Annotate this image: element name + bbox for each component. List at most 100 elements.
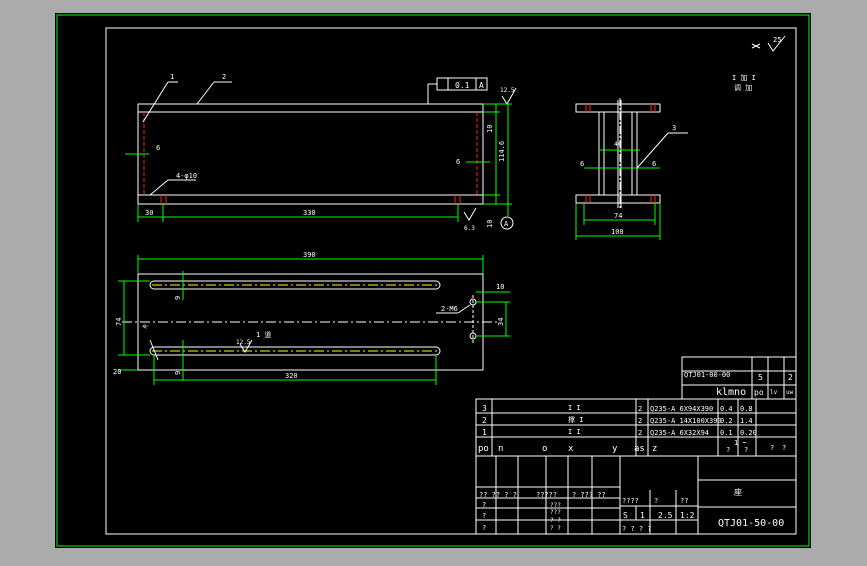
svg-text:12.5: 12.5	[500, 87, 515, 94]
svg-text:10: 10	[486, 220, 494, 228]
svg-text:I I: I I	[568, 404, 581, 412]
svg-text:0.1: 0.1	[455, 81, 470, 90]
svg-text:撑 I: 撑 I	[568, 415, 583, 424]
svg-text:2: 2	[788, 373, 793, 382]
svg-text:6: 6	[580, 160, 584, 168]
svg-text:?: ?	[482, 501, 486, 509]
svg-text:0.2: 0.2	[720, 417, 733, 425]
svg-text:10: 10	[486, 125, 494, 133]
svg-text:2: 2	[482, 416, 487, 425]
svg-text:o: o	[542, 444, 547, 454]
svg-text:Q235-A 6X32X94: Q235-A 6X32X94	[650, 429, 709, 437]
outer-frame	[56, 14, 810, 547]
svg-text:y: y	[612, 444, 618, 454]
svg-text:4-φ10: 4-φ10	[176, 172, 197, 180]
inner-frame	[105, 27, 797, 535]
svg-text:? ?: ? ?	[550, 517, 561, 524]
title-block-text: QTJ01-00-00 5 2 klmno po lv uw 3 I I 2 Q…	[478, 371, 794, 533]
svg-text:po: po	[478, 444, 489, 454]
plan-view: 390 74 R 9 9 20 320 12.5 1 道 10 34 2-M6	[113, 251, 510, 385]
svg-text:???: ???	[550, 502, 561, 509]
balloon-3: 3	[672, 124, 676, 132]
svg-text:?: ?	[770, 444, 774, 452]
slot-top	[149, 280, 441, 290]
svg-text:100: 100	[611, 228, 624, 236]
svg-text:? ? ? ?: ? ? ? ?	[622, 525, 652, 533]
balloon-1: 1	[170, 73, 174, 81]
svg-text:Q235-A 6X94X390: Q235-A 6X94X390	[650, 405, 713, 413]
svg-text:A: A	[504, 220, 509, 228]
svg-text:3: 3	[482, 404, 487, 413]
svg-text:0.8: 0.8	[740, 405, 753, 413]
svg-text:lv: lv	[770, 389, 778, 396]
balloon-2: 2	[222, 73, 226, 81]
svg-text:30: 30	[145, 209, 153, 217]
drawing-title: 座	[734, 487, 742, 497]
svg-text:?: ?	[482, 524, 486, 532]
svg-text:?: ?	[726, 446, 730, 454]
svg-text:6: 6	[456, 158, 460, 166]
svg-text:74: 74	[614, 212, 622, 220]
svg-text:1: 1	[640, 511, 645, 520]
svg-text:R: R	[142, 323, 150, 330]
svg-text:6: 6	[652, 160, 656, 168]
svg-text:2-M6: 2-M6	[441, 305, 458, 313]
surface-roughness-corner: 25	[751, 35, 786, 52]
svg-text:10: 10	[496, 283, 504, 291]
technical-notes: I 加 I 调 加	[732, 73, 756, 92]
svg-text:I 加 I: I 加 I	[732, 73, 756, 82]
svg-text:x: x	[568, 444, 574, 454]
svg-text:z: z	[652, 444, 657, 454]
svg-text:I I: I I	[568, 428, 581, 436]
svg-text:uw: uw	[786, 389, 794, 396]
svg-text:?: ?	[654, 497, 658, 505]
drawing-number: QTJ01-50-00	[718, 518, 784, 529]
svg-text:6: 6	[156, 144, 160, 152]
svg-text:44: 44	[614, 141, 622, 148]
svg-text:114.6: 114.6	[498, 141, 506, 162]
svg-text:1 ~: 1 ~	[734, 439, 747, 447]
svg-text:? ?: ? ?	[550, 525, 561, 532]
svg-text:???: ???	[550, 509, 561, 516]
svg-text:6.3: 6.3	[464, 225, 475, 232]
svg-text:0.4: 0.4	[720, 405, 733, 413]
svg-text:?: ?	[482, 512, 486, 520]
svg-text:调 加: 调 加	[734, 83, 752, 92]
front-hole-marks	[160, 195, 461, 204]
slot-bottom	[149, 346, 441, 356]
svg-text:QTJ01-00-00: QTJ01-00-00	[684, 371, 730, 379]
title-block	[475, 356, 797, 535]
svg-text:5: 5	[758, 373, 763, 382]
side-view: 44 6 3 6 74 100	[575, 98, 688, 240]
svg-text:n: n	[498, 444, 503, 454]
tolerance-frame: 0.1 A	[427, 77, 488, 104]
svg-text:25: 25	[773, 36, 781, 44]
svg-text:2: 2	[638, 417, 642, 425]
side-hole-marks	[585, 104, 656, 203]
svg-text:A: A	[479, 81, 484, 90]
svg-text:2.5: 2.5	[658, 511, 673, 520]
datum-a-circle	[500, 216, 514, 230]
svg-text:po: po	[754, 388, 764, 397]
svg-text:1 道: 1 道	[256, 330, 271, 339]
svg-text:74: 74	[115, 318, 123, 326]
svg-text:?? ?? ? ?: ?? ?? ? ?	[479, 491, 517, 499]
svg-text:20: 20	[113, 368, 121, 376]
svg-text:?: ?	[782, 444, 786, 452]
svg-text:?: ?	[744, 446, 748, 454]
svg-text:??: ??	[680, 497, 688, 505]
svg-text:as: as	[634, 444, 645, 454]
svg-text:12.5: 12.5	[236, 339, 251, 346]
svg-text:34: 34	[497, 318, 505, 326]
svg-text:S: S	[623, 511, 628, 520]
svg-text:?????: ?????	[536, 491, 557, 499]
svg-text:0.20: 0.20	[740, 429, 757, 437]
svg-text:330: 330	[303, 209, 316, 217]
svg-text:390: 390	[303, 251, 316, 259]
svg-text:320: 320	[285, 372, 298, 380]
svg-text:9: 9	[174, 296, 182, 300]
front-view: 1 2 0.1 A 12.5 10 114.6 10 A 6.3	[125, 73, 517, 232]
svg-text:????: ????	[622, 497, 639, 505]
